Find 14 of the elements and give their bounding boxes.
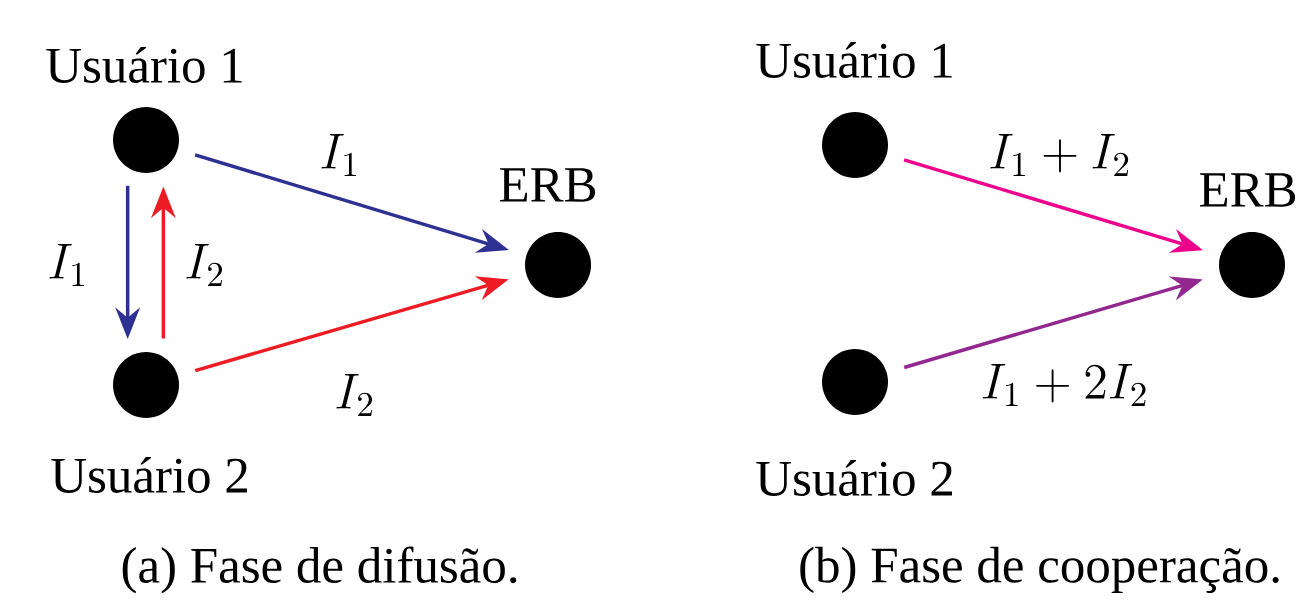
caption: (b) Fase de cooperação. bbox=[800, 546, 1279, 594]
node-label: Usuário 1 bbox=[756, 42, 952, 78]
node-label: Usuário 2 bbox=[51, 457, 247, 493]
edge-label: $I_1$ bbox=[43, 240, 93, 290]
node-label: ERB bbox=[1199, 173, 1296, 207]
node-label: Usuário 1 bbox=[46, 47, 242, 83]
edge-label: $I_1 + I_2$ bbox=[984, 130, 1136, 180]
caption: (a) Fase de difusão. bbox=[122, 546, 517, 594]
edge-label: $I_2$ bbox=[180, 240, 230, 290]
node-label: Usuário 2 bbox=[756, 460, 952, 496]
edge-label: $I_1 + 2I_2$ bbox=[977, 360, 1153, 410]
edge-label: $I_1$ bbox=[315, 130, 365, 180]
node-label: ERB bbox=[499, 168, 596, 202]
edge-label: $I_2$ bbox=[330, 370, 380, 420]
